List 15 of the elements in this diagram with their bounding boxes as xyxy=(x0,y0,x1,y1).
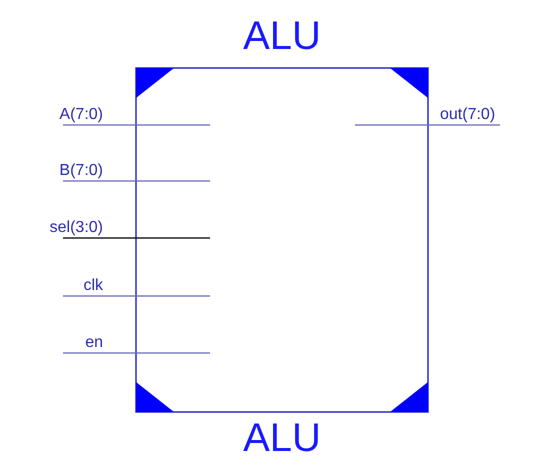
pin-line xyxy=(63,180,136,182)
block-title: ALU xyxy=(242,416,322,460)
block-title: ALU xyxy=(242,14,322,58)
pin-label: out(7:0) xyxy=(440,106,558,124)
pin-label: clk xyxy=(50,277,103,295)
pin-line xyxy=(63,237,136,239)
pin-line xyxy=(63,352,136,354)
alu-block xyxy=(135,67,429,413)
pin-line xyxy=(428,124,500,126)
pin-label: A(7:0) xyxy=(23,106,103,124)
pin-label: sel(3:0) xyxy=(0,219,103,237)
pin-line xyxy=(63,124,136,126)
pin-line xyxy=(63,295,136,297)
pin-label: en xyxy=(50,334,103,352)
pin-label: B(7:0) xyxy=(23,162,103,180)
